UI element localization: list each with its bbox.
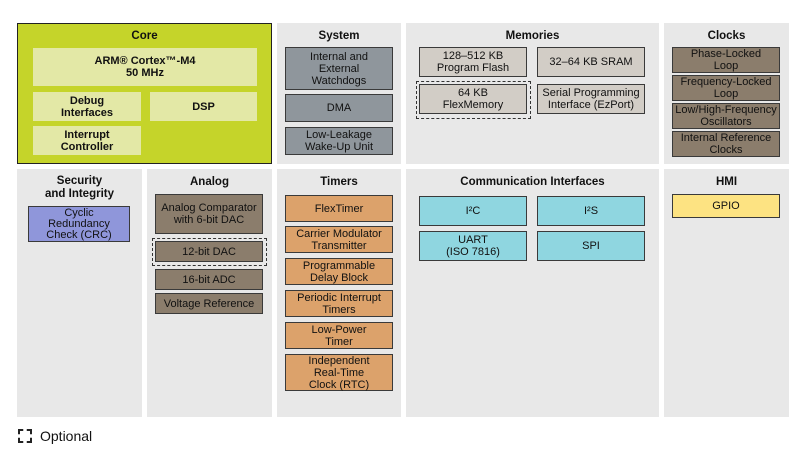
program-flash-block: 128–512 KB Program Flash — [419, 47, 527, 77]
fll-block: Frequency-Locked Loop — [672, 75, 780, 101]
analog-comparator-block: Analog Comparator with 6-bit DAC — [155, 194, 263, 234]
ezport-block: Serial Programming Interface (EzPort) — [537, 84, 645, 114]
communication-title: Communication Interfaces — [460, 176, 605, 188]
wakeup-unit-block: Low-Leakage Wake-Up Unit — [285, 127, 393, 155]
cpu-block: ARM® Cortex™-M4 50 MHz — [33, 48, 257, 86]
crc-block: Cyclic Redundancy Check (CRC) — [28, 206, 130, 242]
clocks-title: Clocks — [707, 30, 746, 42]
analog-title: Analog — [190, 176, 229, 188]
watchdogs-block: Internal and External Watchdogs — [285, 47, 393, 90]
dsp-block: DSP — [150, 92, 257, 121]
sram-block: 32–64 KB SRAM — [537, 47, 645, 77]
rtc-block: Independent Real-Time Clock (RTC) — [285, 354, 393, 391]
i2s-block: I²S — [537, 196, 645, 226]
security-title: Security and Integrity — [44, 175, 114, 200]
dashed-box-icon — [18, 429, 32, 443]
dma-block: DMA — [285, 94, 393, 122]
timers-panel: Timers FlexTimer Carrier Modulator Trans… — [277, 169, 401, 417]
low-power-timer-block: Low-Power Timer — [285, 322, 393, 349]
oscillators-block: Low/High-Frequency Oscillators — [672, 103, 780, 129]
internal-reference-clocks-block: Internal Reference Clocks — [672, 131, 780, 157]
legend-optional-label: Optional — [40, 428, 93, 444]
dac-optional-outline — [152, 238, 267, 266]
12bit-dac-block: 12-bit DAC — [155, 241, 263, 262]
flexmemory-block: 64 KB FlexMemory — [419, 84, 527, 114]
spi-block: SPI — [537, 231, 645, 261]
i2c-block: I²C — [419, 196, 527, 226]
carrier-modulator-block: Carrier Modulator Transmitter — [285, 226, 393, 253]
legend: Optional — [18, 428, 92, 444]
core-title: Core — [131, 30, 158, 42]
analog-panel: Analog Analog Comparator with 6-bit DAC … — [147, 169, 272, 417]
security-panel: Security and Integrity Cyclic Redundancy… — [17, 169, 142, 417]
pll-block: Phase-Locked Loop — [672, 47, 780, 73]
uart-block: UART (ISO 7816) — [419, 231, 527, 261]
clocks-panel: Clocks Phase-Locked Loop Frequency-Locke… — [664, 23, 789, 164]
communication-panel: Communication Interfaces I²C I²S UART (I… — [406, 169, 659, 417]
interrupt-controller-block: Interrupt Controller — [33, 126, 141, 155]
periodic-interrupt-timers-block: Periodic Interrupt Timers — [285, 290, 393, 317]
core-panel: Core ARM® Cortex™-M4 50 MHz Debug Interf… — [17, 23, 272, 164]
debug-interfaces-block: Debug Interfaces — [33, 92, 141, 121]
16bit-adc-block: 16-bit ADC — [155, 269, 263, 290]
hmi-panel: HMI GPIO — [664, 169, 789, 417]
system-title: System — [318, 30, 360, 42]
flexmemory-optional-outline — [416, 81, 531, 119]
voltage-reference-block: Voltage Reference — [155, 293, 263, 314]
programmable-delay-block: Programmable Delay Block — [285, 258, 393, 285]
memories-title: Memories — [505, 30, 560, 42]
memories-panel: Memories 128–512 KB Program Flash 32–64 … — [406, 23, 659, 164]
flextimer-block: FlexTimer — [285, 195, 393, 222]
system-panel: System Internal and External Watchdogs D… — [277, 23, 401, 164]
hmi-title: HMI — [715, 176, 738, 188]
timers-title: Timers — [320, 176, 358, 188]
gpio-block: GPIO — [672, 194, 780, 218]
